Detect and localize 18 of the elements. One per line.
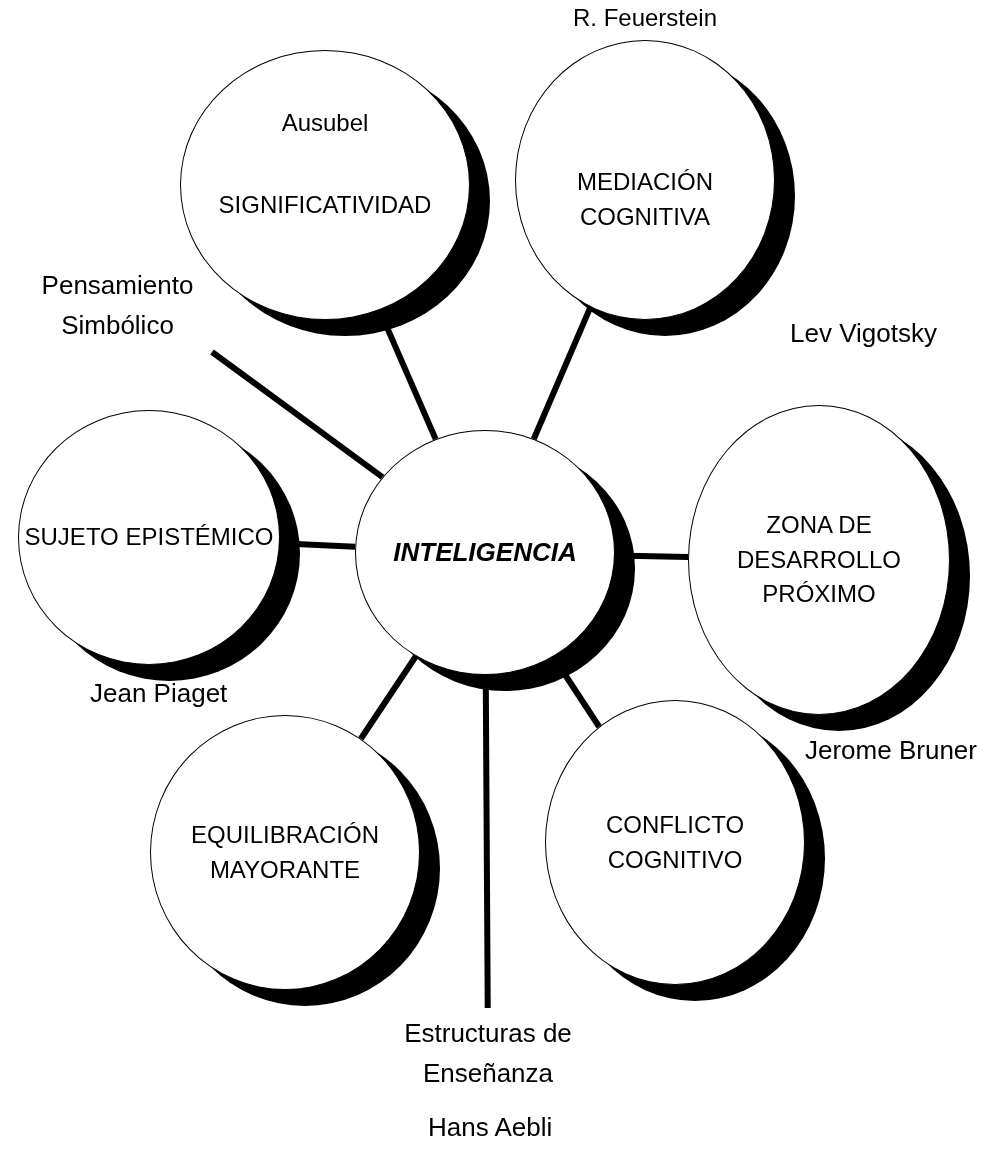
concept-label: CONFLICTO COGNITIVO <box>604 809 746 875</box>
author-name: Jerome Bruner <box>805 735 977 766</box>
connector-line <box>531 305 594 441</box>
concept-label: MEDIACIÓN COGNITIVA <box>576 167 714 232</box>
concept-text: Estructuras de Enseñanza <box>383 1008 593 1098</box>
connector-line <box>210 349 385 480</box>
concept-label: INTELIGENCIA <box>393 535 577 569</box>
connector-line <box>358 654 419 741</box>
concept-label: EQUILIBRACIÓN MAYORANTE <box>189 819 380 885</box>
author-name: Jean Piaget <box>90 678 228 709</box>
concept-label: SIGNIFICATIVIDAD <box>218 189 432 220</box>
author-name: Hans Aebli <box>428 1112 553 1143</box>
author-name: R. Feuerstein <box>571 3 719 33</box>
concept-label: SUJETO EPISTÉMICO <box>24 522 274 553</box>
concept-text: Pensamiento Simbólico <box>10 255 225 355</box>
author-name: Lev Vigotsky <box>790 318 937 349</box>
concept-label: ZONA DE DESARROLLO PRÓXIMO <box>735 509 903 610</box>
author-name: Ausubel <box>280 108 370 138</box>
